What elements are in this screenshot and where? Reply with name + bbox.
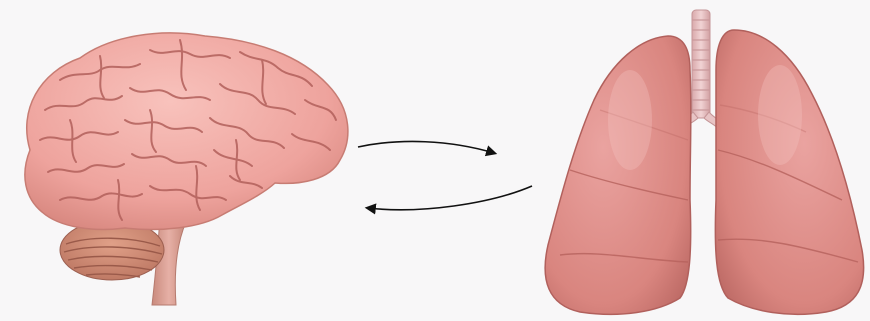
- brain-icon: [25, 33, 348, 305]
- lungs-icon: [545, 10, 864, 314]
- arrow-right-icon: [358, 141, 494, 153]
- arrow-left-icon: [368, 186, 532, 210]
- exchange-arrows: [358, 141, 532, 209]
- left-lung: [545, 36, 691, 314]
- cerebrum: [25, 33, 348, 230]
